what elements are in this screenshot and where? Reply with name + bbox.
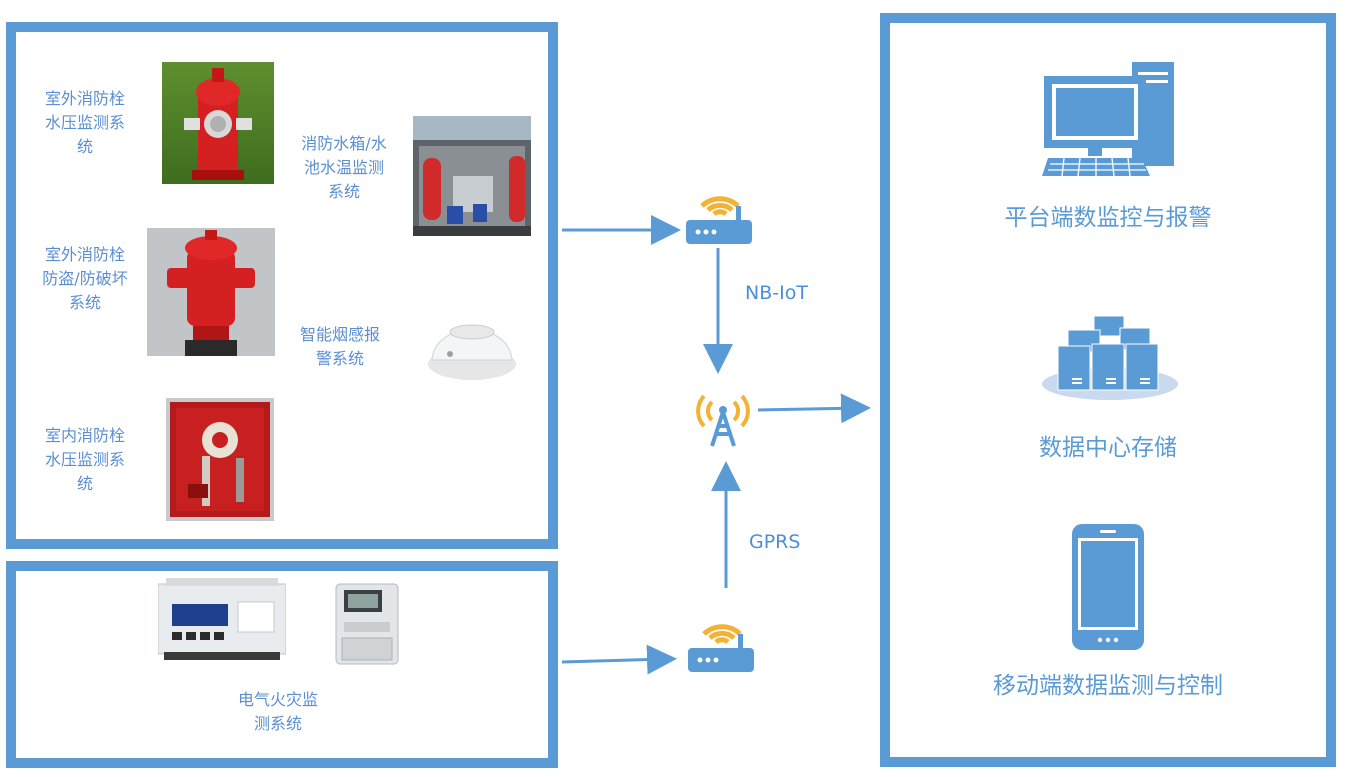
router-icon-top [684, 176, 756, 246]
signal-tower-icon [690, 384, 756, 448]
smartphone-icon [1070, 522, 1146, 652]
arrow-tower-to-platform [757, 393, 871, 424]
arrow-electrical-to-gateway [561, 644, 677, 675]
platform-monitor-label: 平台端数监控与报警 [1004, 205, 1212, 231]
electric-meter-photo [334, 582, 400, 666]
electrical-fire-label: 电气火灾监测系统 [237, 690, 318, 733]
server-cluster-icon [1040, 314, 1180, 400]
data-center-label: 数据中心存储 [1039, 435, 1177, 461]
mobile-control-label: 移动端数据监测与控制 [993, 673, 1223, 699]
router-icon-bottom [686, 604, 758, 674]
sensors-panel [6, 22, 558, 549]
indoor-hydrant-label: 室内消防栓水压监测系统 [44, 426, 125, 493]
hydrant-anti-theft-photo [147, 228, 275, 356]
desktop-computer-icon [1042, 60, 1178, 180]
hydrant-anti-theft-label: 室外消防栓防盗/防破坏系统 [42, 245, 128, 312]
gprs-label: GPRS [749, 531, 801, 553]
outdoor-hydrant-photo [162, 62, 274, 184]
electrical-monitor-device-photo [158, 578, 286, 662]
water-tank-photo [413, 116, 531, 236]
nb-iot-label: NB-IoT [745, 282, 808, 304]
indoor-hydrant-cabinet-photo [166, 398, 274, 521]
smoke-detector-photo [426, 312, 518, 384]
water-tank-label: 消防水箱/水池水温监测系统 [301, 134, 387, 201]
outdoor-hydrant-label: 室外消防栓水压监测系统 [44, 89, 125, 156]
smoke-alarm-label: 智能烟感报警系统 [299, 325, 380, 368]
